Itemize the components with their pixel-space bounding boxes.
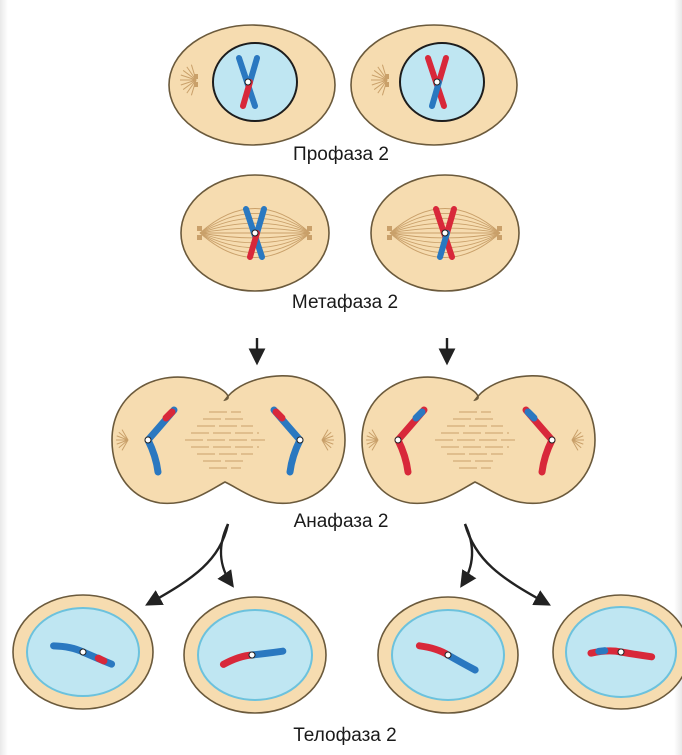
centromere [297,437,303,443]
telophase-cell-3 [378,597,518,713]
telophase-cell-2 [184,597,326,713]
centriole [194,74,198,79]
centriole [197,235,202,240]
centromere [549,437,555,443]
metaphase-cell-right [371,175,519,291]
telophase-cell-4 [553,595,682,709]
chromatid-segment [599,651,605,652]
label-prophase: Профаза 2 [293,144,389,165]
label-anaphase: Анафаза 2 [294,511,389,532]
centriole [385,74,389,79]
chromatid-segment [98,658,104,661]
centromere [80,649,87,656]
centromere [145,437,151,443]
chromatid-segment [276,412,282,418]
arrow-icon [148,524,228,604]
centromere [618,649,625,656]
centriole [385,82,389,87]
centriole [194,82,198,87]
centriole [497,235,502,240]
centriole [387,226,392,231]
prophase-cell-left [169,25,335,145]
centriole [307,235,312,240]
chromatid-segment [166,412,172,418]
chromatid-segment [528,412,534,418]
centromere [442,230,448,236]
centriole [497,226,502,231]
centromere [395,437,401,443]
label-metaphase: Метафаза 2 [292,292,398,313]
centromere [434,79,440,85]
centromere [245,79,251,85]
prophase-cell-right [351,25,517,145]
anaphase-cell-right [362,376,595,504]
metaphase-cell-left [181,175,329,291]
chromatid-segment [416,412,422,418]
anaphase-cell-left [112,376,345,504]
telophase-cell-1 [13,595,153,709]
arrow-icon [465,524,548,604]
label-telophase: Телофаза 2 [293,725,396,746]
centriole [197,226,202,231]
centromere [252,230,258,236]
centriole [307,226,312,231]
nucleus-icon [213,43,297,121]
centriole [387,235,392,240]
